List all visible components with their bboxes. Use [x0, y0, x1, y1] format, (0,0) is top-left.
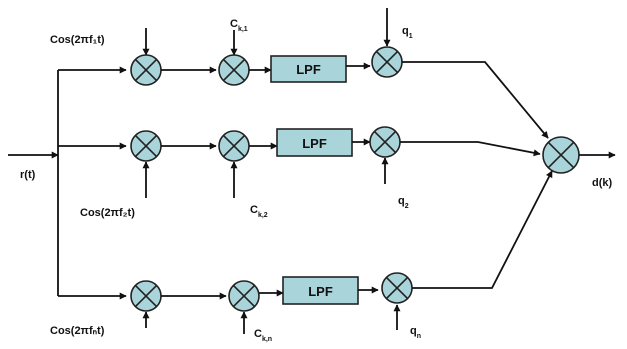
branch-1-lpf-block [270, 55, 347, 83]
branch-1-code-mixer-icon [218, 54, 250, 86]
branch-3-to-sum [412, 170, 553, 289]
branch-2-carrier-label: Cos(2πf₂t) [80, 207, 135, 219]
branch-2-weight-label: q2 [398, 195, 409, 210]
branch-2-carrier-mixer-icon [130, 130, 162, 162]
branch-3-weight-mixer-icon [381, 272, 413, 304]
branch-3-carrier-label: Cos(2πfₙt) [50, 325, 105, 337]
branch-1-to-sum [402, 61, 549, 139]
branch-3-code-label: Ck,n [254, 328, 272, 343]
branch-3: Cos(2πfₙt) Ck,n LPF qn [50, 170, 553, 343]
branch-1-carrier-label: Cos(2πf₁t) [50, 34, 105, 46]
branch-3-code-mixer-icon [228, 280, 260, 312]
branch-3-carrier-mixer-icon [130, 280, 162, 312]
branch-3-lpf-label: LPF [308, 284, 333, 299]
branch-1-carrier-mixer-icon [130, 54, 162, 86]
branch-2-lpf-label: LPF [302, 136, 327, 151]
branch-3-weight-label: qn [410, 325, 421, 340]
branch-2-to-sum [400, 141, 541, 157]
branch-2: Cos(2πf₂t) Ck,2 LPF q2 [80, 126, 541, 219]
branch-1: Cos(2πf₁t) Ck,1 LPF q1 [50, 8, 549, 139]
branch-2-code-label: Ck,2 [250, 204, 268, 219]
branch-1-weight-label: q1 [402, 25, 413, 40]
branch-1-weight-mixer-icon [371, 46, 403, 78]
branch-2-code-mixer-icon [218, 130, 250, 162]
output-mixer-icon [542, 136, 580, 174]
branch-1-lpf-label: LPF [296, 62, 321, 77]
output-label: d(k) [592, 177, 613, 189]
branch-1-code-label: Ck,1 [230, 18, 248, 33]
branch-2-weight-mixer-icon [369, 126, 401, 158]
branch-2-lpf-block [276, 128, 353, 157]
input-label: r(t) [20, 169, 36, 181]
